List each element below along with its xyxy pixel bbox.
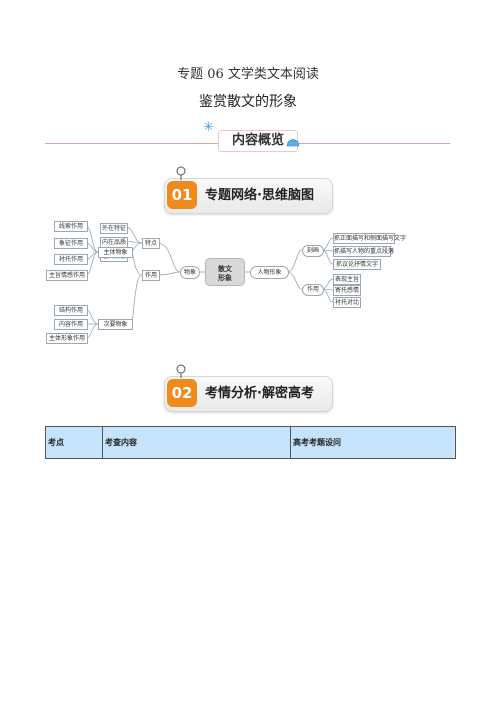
node-feature-item: 外在特征 (100, 223, 128, 234)
overview-label: 内容概览 (218, 130, 298, 152)
page-title: 专题 06 文学类文本阅读 (177, 67, 319, 82)
node-roles: 作用 (142, 270, 160, 281)
page-subtitle: 鉴赏散文的形象 (199, 94, 297, 110)
node-subject-item: 象征作用 (54, 238, 88, 249)
node-subject-item: 衬托作用 (54, 254, 88, 265)
node-role-item: 寄托感情 (333, 285, 361, 296)
column-header-content: 考查内容 (102, 426, 291, 459)
node-role: 作用 (302, 284, 324, 296)
section-label: 专题网络·思维脑图 (205, 188, 314, 203)
pin-icon (176, 166, 186, 180)
node-subject-object: 主体物象 (98, 247, 133, 258)
node-subject-item: 线索作用 (54, 221, 88, 232)
node-secondary-item: 内容作用 (54, 319, 88, 330)
pin-icon (176, 364, 186, 378)
node-features: 特点 (142, 238, 160, 249)
exam-analysis-table: 考点 考查内容 高考考题设问 (45, 426, 456, 459)
column-header-question: 高考考题设问 (290, 426, 456, 459)
overview-header: ✳ 内容概览 (45, 118, 450, 154)
node-method-item: 抓议论抒情文字 (333, 259, 381, 270)
section-banner-02: 02 考情分析·解密高考 (164, 364, 333, 412)
column-header-point: 考点 (45, 426, 103, 459)
node-secondary-item: 主体形象作用 (46, 333, 88, 344)
section-number: 01 (167, 181, 197, 209)
node-method-item: 抓描写人物的重点段落 (333, 246, 395, 257)
cap-icon (286, 139, 300, 147)
node-object: 物象 (180, 266, 200, 279)
node-method-item: 抓正面描写和侧面描写文字 (333, 233, 407, 244)
center-line-1: 散文 (218, 264, 232, 273)
center-line-2: 形象 (218, 273, 232, 282)
mind-map: 散文 形象 物象 特点 外在特征 内在品质 蕴含情感 作用 主体物象 线索作用 … (34, 219, 407, 347)
node-method: 刻画 (302, 245, 324, 257)
node-person: 人物形象 (250, 266, 289, 279)
section-number: 02 (167, 379, 197, 407)
node-role-item: 衬托对比 (333, 297, 361, 308)
node-role-item: 表现主旨 (333, 274, 361, 285)
section-banner-01: 01 专题网络·思维脑图 (164, 166, 333, 214)
node-secondary-object: 次要物象 (98, 319, 133, 330)
table-header-row: 考点 考查内容 高考考题设问 (45, 426, 456, 459)
node-subject-item: 主旨情感作用 (46, 270, 88, 281)
section-label: 考情分析·解密高考 (205, 386, 314, 401)
mind-map-center: 散文 形象 (205, 258, 245, 286)
sparkle-icon: ✳ (203, 120, 214, 135)
node-secondary-item: 结构作用 (54, 305, 88, 316)
